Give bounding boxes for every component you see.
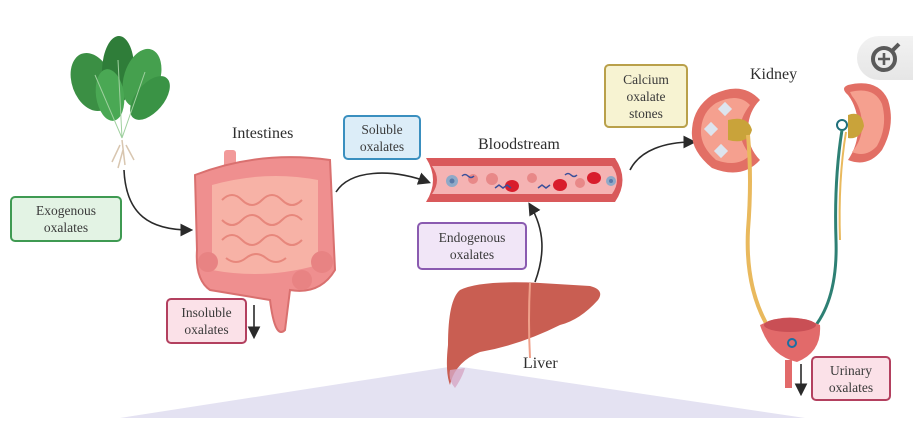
- label-line: Calcium: [623, 71, 669, 87]
- intestines-title: Intestines: [232, 125, 294, 142]
- kidney-with-stones-icon: [691, 88, 772, 332]
- zoom-in-icon: [871, 42, 901, 72]
- liver-title: Liver: [523, 355, 558, 372]
- liver-icon: [446, 282, 601, 388]
- bladder-icon: [760, 317, 821, 388]
- label-line: Soluble: [361, 121, 403, 137]
- kidney-title: Kidney: [750, 66, 798, 83]
- label-line: oxalates: [184, 322, 229, 337]
- background-wedge: [120, 366, 805, 418]
- endogenous-oxalates-label: Endogenous oxalates: [417, 222, 527, 270]
- spinach-plant-icon: [70, 36, 170, 169]
- label-line: oxalates: [359, 138, 405, 154]
- arrow-liver-to-bloodstream: [528, 202, 543, 283]
- arrow-bloodstream-to-kidney: [629, 135, 697, 171]
- soluble-oxalates-label: Soluble oxalates: [343, 115, 421, 160]
- urinary-oxalates-label: Urinary oxalates: [811, 356, 891, 401]
- label-line: Exogenous: [36, 203, 96, 218]
- label-line: oxalates: [43, 220, 89, 235]
- label-line: Insoluble: [181, 305, 232, 320]
- blood-vessel-icon: [426, 158, 623, 202]
- intestines-icon: [193, 150, 337, 333]
- label-line: oxalates: [449, 247, 495, 262]
- exogenous-oxalates-label: Exogenous oxalates: [10, 196, 122, 242]
- arrow-intestines-to-bloodstream: [335, 172, 432, 193]
- bloodstream-title: Bloodstream: [478, 136, 560, 153]
- zoom-in-button[interactable]: [857, 36, 913, 80]
- label-line: Urinary: [830, 362, 872, 378]
- label-line: Endogenous: [438, 230, 506, 245]
- arrow-plant-to-intestines: [123, 169, 194, 237]
- label-line: oxalates: [828, 379, 874, 395]
- insoluble-oxalates-label: Insoluble oxalates: [166, 298, 247, 344]
- kidney-icon: [810, 83, 891, 331]
- calcium-oxalate-stones-label: Calcium oxalate stones: [604, 64, 688, 128]
- label-line: oxalate: [626, 88, 666, 104]
- label-line: stones: [629, 105, 663, 121]
